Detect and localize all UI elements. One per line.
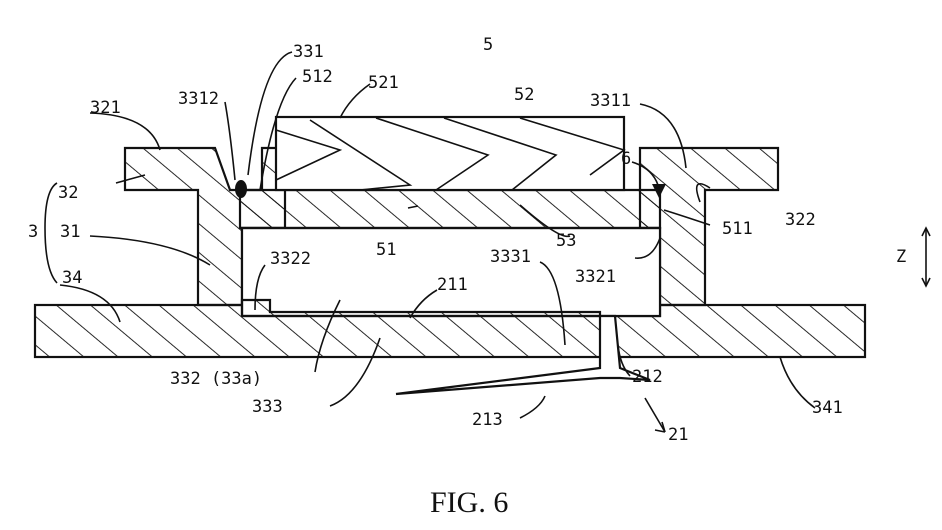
component-51 xyxy=(240,190,660,228)
label-3312: 3312 xyxy=(178,89,219,109)
label-332: 332 (33a) xyxy=(170,369,262,389)
figure-caption: FIG. 6 xyxy=(430,486,508,519)
label-3311: 3311 xyxy=(590,91,631,111)
label-3: 3 xyxy=(28,222,38,242)
label-6: 6 xyxy=(621,149,631,169)
label-213: 213 xyxy=(472,410,503,430)
label-322: 322 xyxy=(785,210,816,230)
label-3322: 3322 xyxy=(270,249,311,269)
label-521: 521 xyxy=(368,73,399,93)
label-5: 5 xyxy=(483,35,493,55)
label-21: 21 xyxy=(668,425,688,445)
label-212: 212 xyxy=(632,367,663,387)
label-51: 51 xyxy=(376,240,396,260)
label-53: 53 xyxy=(556,231,576,251)
label-341: 341 xyxy=(812,398,843,418)
label-511: 511 xyxy=(722,219,753,239)
label-31: 31 xyxy=(60,222,80,242)
label-321: 321 xyxy=(90,98,121,118)
label-333: 333 xyxy=(252,397,283,417)
label-34: 34 xyxy=(62,268,82,288)
label-3321: 3321 xyxy=(575,267,616,287)
label-3331: 3331 xyxy=(490,247,531,267)
label-z: Z xyxy=(896,247,906,267)
label-32: 32 xyxy=(58,183,78,203)
component-52 xyxy=(276,117,624,190)
label-211: 211 xyxy=(437,275,468,295)
label-331: 331 xyxy=(293,42,324,62)
label-512: 512 xyxy=(302,67,333,87)
label-52: 52 xyxy=(514,85,534,105)
